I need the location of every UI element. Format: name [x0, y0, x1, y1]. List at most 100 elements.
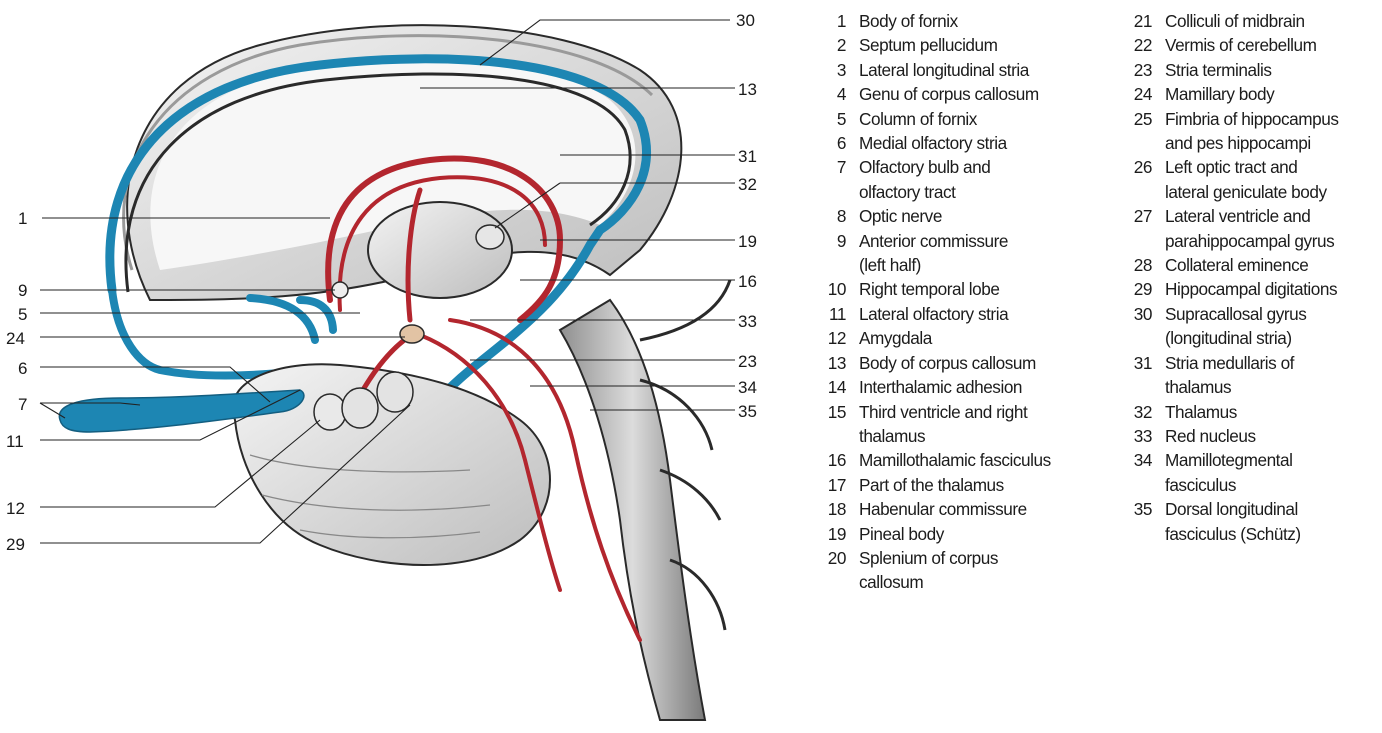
legend-label: Mamillotegmental fasciculus: [1165, 448, 1380, 497]
legend-label: Right temporal lobe: [859, 277, 1112, 301]
thalamus: [368, 202, 512, 298]
legend-label: Mamillary body: [1165, 82, 1380, 106]
legend-number: 27: [1118, 204, 1165, 253]
mamillary-body: [400, 325, 424, 343]
legend-item: 8Optic nerve: [812, 204, 1112, 228]
legend-number: 22: [1118, 33, 1165, 57]
legend-number: 6: [812, 131, 859, 155]
legend-label: Lateral olfactory stria: [859, 302, 1112, 326]
callout-24: 24: [6, 329, 25, 348]
legend-label: Dorsal longitudinal fasciculus (Schütz): [1165, 497, 1380, 546]
legend-number: 18: [812, 497, 859, 521]
callout-29: 29: [6, 535, 25, 554]
legend-label: Amygdala: [859, 326, 1112, 350]
callout-12: 12: [6, 499, 25, 518]
legend-number: 33: [1118, 424, 1165, 448]
callout-1: 1: [18, 209, 27, 228]
legend-label: Olfactory bulb and olfactory tract: [859, 155, 1112, 204]
callout-19: 19: [738, 232, 757, 251]
legend-label: Left optic tract and lateral geniculate …: [1165, 155, 1380, 204]
legend-label: Hippocampal digitations: [1165, 277, 1380, 301]
legend-column-left: 1Body of fornix2Septum pellucidum3Latera…: [812, 9, 1112, 595]
legend-label: Mamillothalamic fasciculus: [859, 448, 1112, 472]
legend-number: 2: [812, 33, 859, 57]
callout-35: 35: [738, 402, 757, 421]
legend-item: 34Mamillotegmental fasciculus: [1118, 448, 1380, 497]
callout-33: 33: [738, 312, 757, 331]
legend-label: Interthalamic adhesion: [859, 375, 1112, 399]
callout-31: 31: [738, 147, 757, 166]
callout-23: 23: [738, 352, 757, 371]
legend-label: Stria terminalis: [1165, 58, 1380, 82]
legend-number: 3: [812, 58, 859, 82]
legend-label: Part of the thalamus: [859, 473, 1112, 497]
legend-label: Stria medullaris of thalamus: [1165, 351, 1380, 400]
legend-number: 8: [812, 204, 859, 228]
brainstem: [560, 300, 705, 720]
legend-label: Lateral ventricle and parahippocampal gy…: [1165, 204, 1380, 253]
legend-number: 34: [1118, 448, 1165, 497]
legend-label: Lateral longitudinal stria: [859, 58, 1112, 82]
legend-label: Thalamus: [1165, 400, 1380, 424]
legend-number: 25: [1118, 107, 1165, 156]
legend-number: 19: [812, 522, 859, 546]
legend-number: 29: [1118, 277, 1165, 301]
legend-number: 28: [1118, 253, 1165, 277]
legend-number: 35: [1118, 497, 1165, 546]
callout-34: 34: [738, 378, 757, 397]
thalamus-nucleus: [476, 225, 504, 249]
legend-label: Column of fornix: [859, 107, 1112, 131]
legend-number: 30: [1118, 302, 1165, 351]
callout-13: 13: [738, 80, 757, 99]
callout-16: 16: [738, 272, 757, 291]
legend-item: 2Septum pellucidum: [812, 33, 1112, 57]
amygdala: [314, 394, 346, 430]
legend-item: 21Colliculi of midbrain: [1118, 9, 1380, 33]
ventricle-anterior-limb: [250, 298, 333, 340]
legend-number: 31: [1118, 351, 1165, 400]
legend-item: 10Right temporal lobe: [812, 277, 1112, 301]
callout-30: 30: [736, 11, 755, 30]
legend-label: Medial olfactory stria: [859, 131, 1112, 155]
legend-number: 4: [812, 82, 859, 106]
legend-label: Genu of corpus callosum: [859, 82, 1112, 106]
legend-number: 24: [1118, 82, 1165, 106]
legend-item: 3Lateral longitudinal stria: [812, 58, 1112, 82]
legend-number: 5: [812, 107, 859, 131]
hippocampal-digitation-2: [377, 372, 413, 412]
callout-5: 5: [18, 305, 27, 324]
legend-number: 7: [812, 155, 859, 204]
legend-item: 26Left optic tract and lateral geniculat…: [1118, 155, 1380, 204]
brain-sagittal-illustration: 30 13 31 32 19 16 33 23 34 35 1 9 5 24 6…: [0, 0, 790, 733]
legend-number: 1: [812, 9, 859, 33]
legend-number: 23: [1118, 58, 1165, 82]
legend-label: Supracallosal gyrus (longitudinal stria): [1165, 302, 1380, 351]
callout-9: 9: [18, 281, 27, 300]
legend-item: 9Anterior commissure (left half): [812, 229, 1112, 278]
legend-label: Anterior commissure (left half): [859, 229, 1112, 278]
callout-7: 7: [18, 395, 27, 414]
legend-label: Pineal body: [859, 522, 1112, 546]
legend-number: 20: [812, 546, 859, 595]
legend-number: 9: [812, 229, 859, 278]
